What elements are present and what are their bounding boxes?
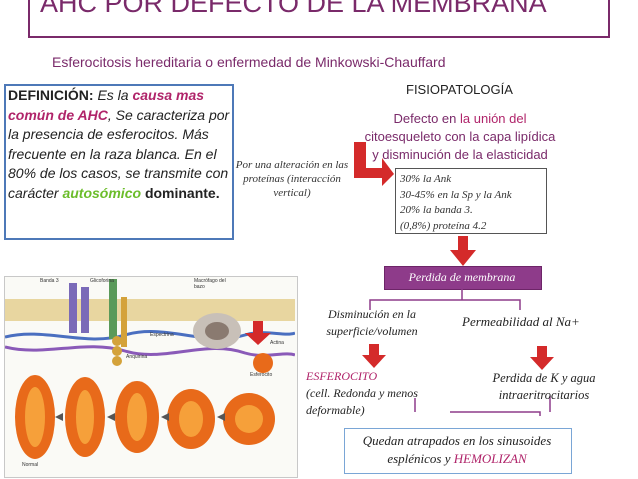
down-arrow-icon: [450, 236, 476, 266]
illus-label: Normal: [22, 462, 39, 468]
definition-part1: Es la: [93, 87, 133, 103]
definition-box: [4, 84, 234, 240]
down-arrow-icon: [362, 344, 386, 368]
permeability-text: Permeabilidad al Na+: [462, 314, 580, 329]
spherocyte-desc: (cell. Redonda y menos: [306, 386, 418, 400]
final-hemolizan: HEMOLIZAN: [453, 451, 527, 466]
title-box: [28, 0, 610, 38]
stats-box: [395, 168, 547, 234]
section-heading: FISIOPATOLOGÍA: [406, 82, 513, 97]
potassium-water-text: Perdida de K y agua intraeritrocitarios: [492, 371, 596, 402]
stats-list: 30% la Ank 30-45% en la Sp y la Ank 20% …: [400, 172, 512, 234]
membrane-diagram: [5, 279, 295, 459]
final-box: [344, 428, 572, 474]
definition-autosomico: autosómico: [62, 184, 142, 201]
definition-causa: causa mas común de AHC: [8, 87, 205, 123]
illus-label: Esferocito: [250, 372, 273, 378]
spherocyte-desc: deformable): [306, 403, 365, 417]
defect-part2: citoesqueleto con la capa lipídica y dis…: [364, 129, 556, 162]
illus-label: Actina: [270, 340, 284, 346]
definition-part2: , Se caracteriza por la presencia de esf…: [8, 106, 230, 201]
alteration-text: Por una alteración en las proteínas (int…: [235, 159, 349, 199]
illus-label: Espectrina: [150, 332, 174, 338]
stats-item: 20% la banda 3.: [400, 204, 473, 216]
stats-item: 30-45% en la Sp y la Ank: [400, 188, 512, 201]
stats-item: 30% la Ank: [400, 173, 452, 185]
definition-label: DEFINICIÓN:: [8, 87, 94, 103]
subtitle: Esferocitosis hereditaria o enfermedad d…: [52, 54, 446, 70]
illus-label: Macrófago del bazo: [194, 278, 226, 290]
defect-union: la unión del: [460, 111, 527, 126]
stats-item: (0,8%) proteína 4.2: [400, 219, 487, 232]
defect-text: Defecto en la unión del citoesqueleto co…: [360, 110, 560, 164]
membrane-loss-label: Perdida de membrana: [408, 270, 516, 284]
definition-dominante: dominante.: [144, 184, 220, 201]
red-l-arrow: [354, 142, 394, 186]
illus-label: Anquirina: [126, 354, 148, 360]
final-text: Quedan atrapados en los sinusoides esplé…: [350, 432, 564, 468]
spherocyte-text: ESFEROCITO (cell. Redonda y menos deform…: [306, 368, 418, 419]
defect-part1: Defecto en: [393, 111, 460, 126]
illus-label: Glicoforina: [90, 278, 114, 284]
illus-label: Banda 3: [40, 278, 59, 284]
connector-lines: [369, 288, 551, 416]
membrane-loss-box: [384, 266, 542, 290]
page-title: AHC POR DEFECTO DE LA MEMBRANA: [40, 0, 547, 18]
down-arrow-icon: [530, 346, 554, 370]
surface-volume-text: Disminución en la superficie/volumen: [326, 307, 418, 338]
spherocyte-title: ESFEROCITO: [306, 369, 378, 383]
final-part1: Quedan atrapados en los sinusoides esplé…: [362, 433, 552, 466]
definition-text: DEFINICIÓN: Es la causa mas común de AHC…: [8, 86, 230, 203]
